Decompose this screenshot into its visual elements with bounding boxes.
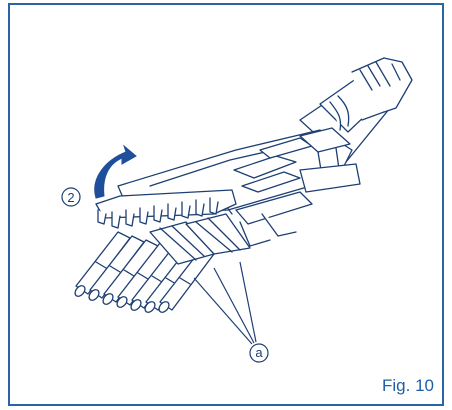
step-callout: 2 bbox=[61, 187, 81, 207]
cable-gland bbox=[299, 57, 413, 163]
step-number: 2 bbox=[67, 190, 74, 205]
curved-arrow-icon bbox=[94, 144, 137, 199]
part-letter: a bbox=[255, 345, 263, 360]
figure-label: Fig. 10 bbox=[382, 376, 434, 395]
terminal-pins bbox=[74, 231, 215, 313]
part-callout: a bbox=[249, 343, 269, 363]
terminal-comb bbox=[95, 189, 237, 229]
callout-a-leaders bbox=[193, 261, 257, 345]
crimp-barrels bbox=[149, 213, 251, 265]
connector-housing bbox=[117, 127, 361, 247]
